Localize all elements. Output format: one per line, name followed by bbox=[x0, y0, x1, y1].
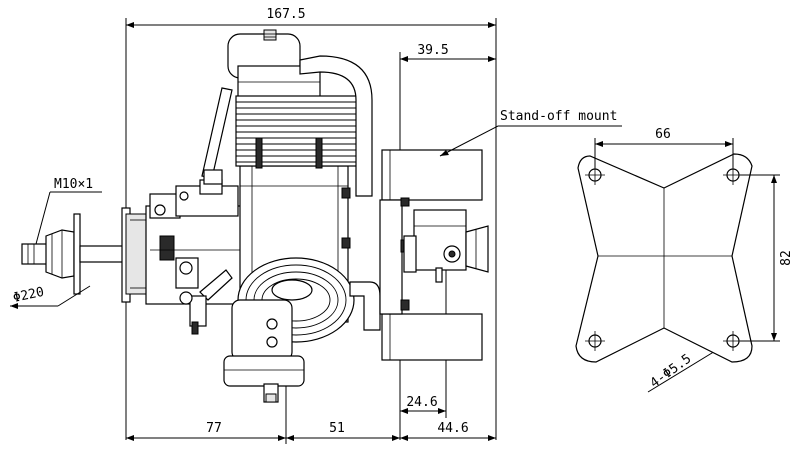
dim-rear-right: 44.6 bbox=[437, 421, 468, 436]
dim-carb-offset: 24.6 bbox=[406, 395, 437, 410]
dimension-texts: 167.5 39.5 77 51 44.6 24.6 66 82 bbox=[206, 7, 794, 436]
dim-rear-mid: 51 bbox=[329, 421, 345, 436]
standoff-label: Stand-off mount bbox=[500, 109, 617, 124]
dim-rear-left: 77 bbox=[206, 421, 222, 436]
carburetor bbox=[403, 209, 489, 283]
thread-label: M10×1 bbox=[54, 177, 93, 192]
dim-flange-v: 82 bbox=[779, 250, 794, 266]
holes-label: 4-Φ5.5 bbox=[648, 351, 695, 391]
prop-diameter-label: Φ220 bbox=[12, 285, 46, 306]
prop-shaft bbox=[21, 207, 147, 303]
upper-cylinder bbox=[201, 29, 373, 197]
lower-cylinder bbox=[175, 257, 381, 403]
dim-flange-h: 66 bbox=[655, 127, 671, 142]
mount-flange bbox=[575, 138, 780, 363]
dim-overall-width: 167.5 bbox=[266, 7, 305, 22]
dim-mount-depth: 39.5 bbox=[417, 43, 448, 58]
